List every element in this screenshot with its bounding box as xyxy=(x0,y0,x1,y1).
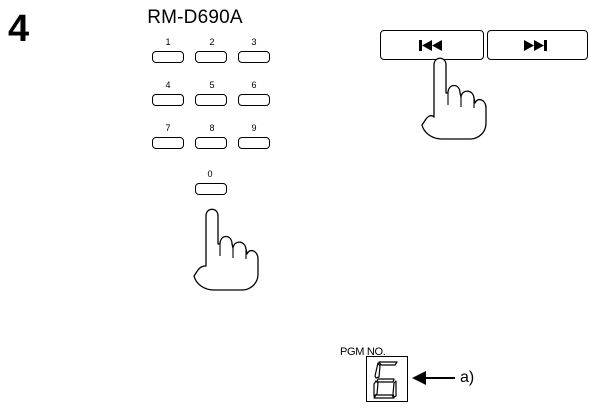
key-label-1: 1 xyxy=(165,37,171,47)
skip-forward-button[interactable] xyxy=(487,30,588,60)
key-label-7: 7 xyxy=(165,123,171,133)
skip-back-button[interactable] xyxy=(380,30,484,60)
key-label-6: 6 xyxy=(251,80,257,90)
pgm-no-label: PGM NO. xyxy=(340,346,386,358)
key-label-9: 9 xyxy=(251,123,257,133)
remote-model-label: RM-D690A xyxy=(147,7,243,28)
key-label-4: 4 xyxy=(165,80,171,90)
key-label-0: 0 xyxy=(207,169,213,179)
pgm-no-display: 6 xyxy=(366,356,408,402)
key-8-button[interactable] xyxy=(195,137,227,149)
key-2-button[interactable] xyxy=(195,51,227,63)
key-label-2: 2 xyxy=(209,37,215,47)
key-label-3: 3 xyxy=(251,37,257,47)
key-label-5: 5 xyxy=(209,80,215,90)
key-6-button[interactable] xyxy=(238,94,270,106)
key-1-button[interactable] xyxy=(152,51,184,63)
key-4-button[interactable] xyxy=(152,94,184,106)
left-arrow-icon xyxy=(412,371,455,385)
key-3-button[interactable] xyxy=(238,51,270,63)
pointing-hand-icon xyxy=(421,57,487,140)
seven-segment-digit-icon xyxy=(373,361,398,399)
key-label-8: 8 xyxy=(209,123,215,133)
callout-label: a) xyxy=(460,369,475,386)
step-number: 4 xyxy=(8,8,30,50)
key-0-button[interactable] xyxy=(195,183,227,195)
key-7-button[interactable] xyxy=(152,137,184,149)
pointing-hand-icon xyxy=(193,208,259,291)
key-9-button[interactable] xyxy=(238,137,270,149)
skip-back-icon xyxy=(419,40,442,51)
skip-forward-icon xyxy=(524,40,547,51)
key-5-button[interactable] xyxy=(195,94,227,106)
